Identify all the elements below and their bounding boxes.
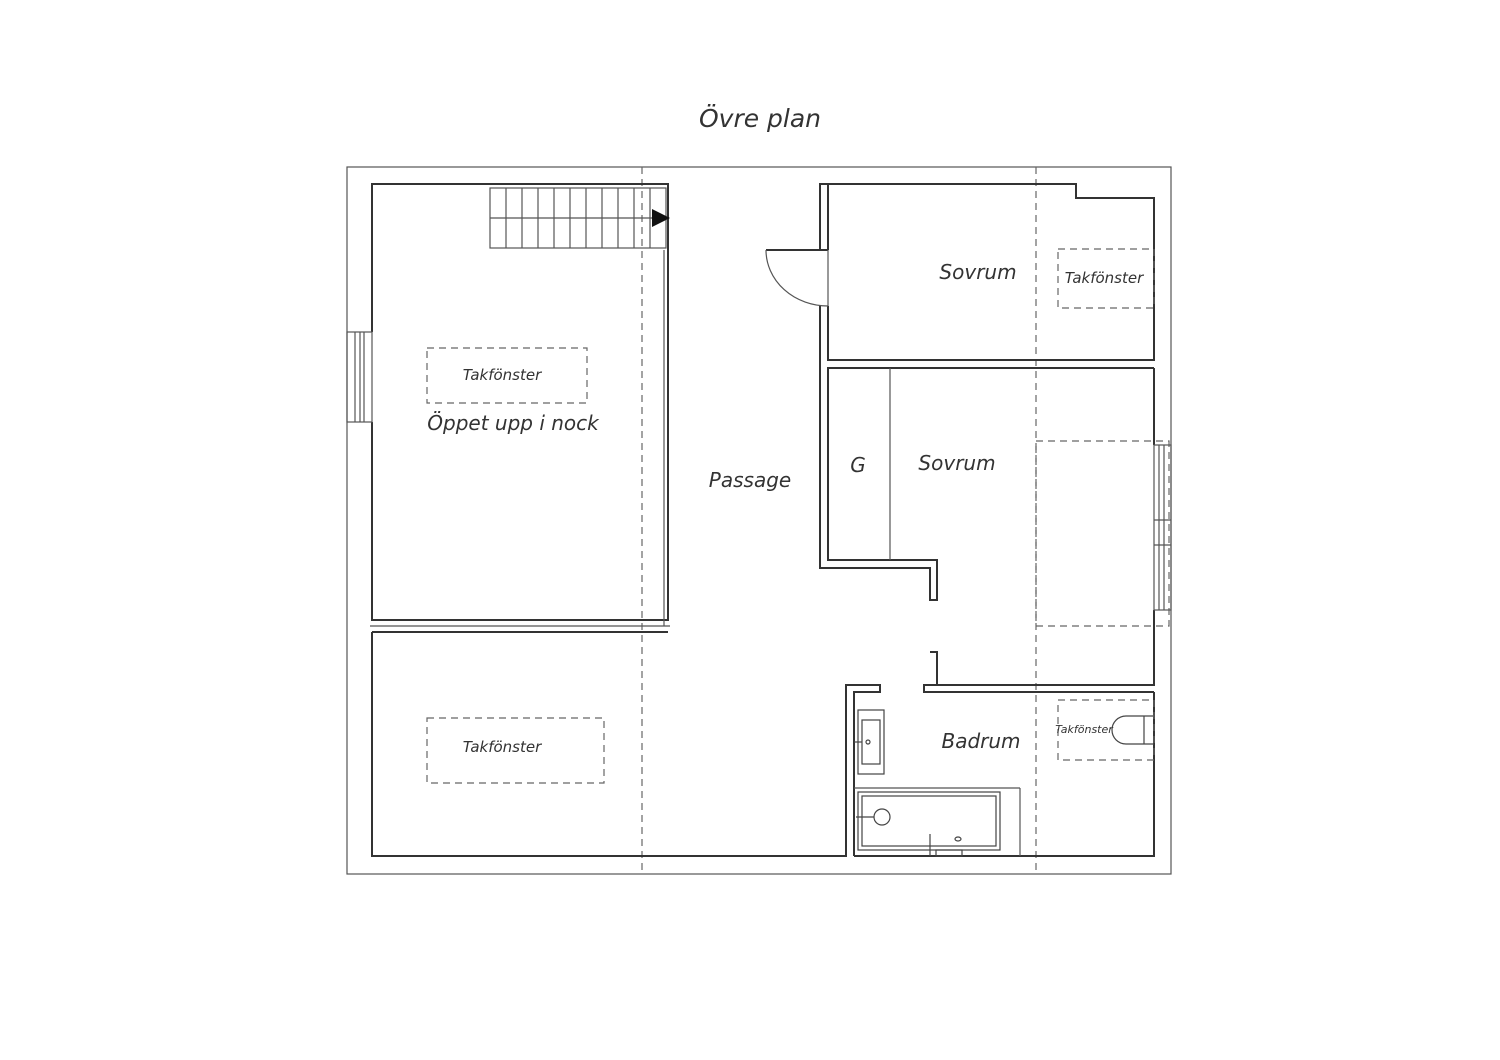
room-label-closet: G	[850, 453, 866, 477]
room-bedroom-middle	[889, 368, 1170, 693]
skylight-label: Takfönster	[1065, 269, 1144, 287]
bathroom-sink-icon	[854, 709, 885, 775]
door-bedroom-top	[765, 249, 829, 307]
skylight-label: Takfönster	[463, 366, 542, 384]
room-label-open-to-ridge: Öppet upp i nock	[427, 411, 600, 435]
staircase	[489, 187, 670, 249]
room-bedroom-top	[819, 183, 1155, 601]
room-label-bathroom: Badrum	[941, 729, 1020, 753]
stair-direction-arrow-icon	[652, 209, 670, 227]
toilet-icon	[1111, 715, 1154, 745]
skylight-left-lower: Takfönster	[426, 717, 605, 784]
skylight-left-upper: Takfönster	[426, 347, 588, 404]
outer-frame	[346, 166, 1172, 875]
skylight-bathroom: Takfönster	[1055, 699, 1155, 761]
room-bathroom	[854, 692, 1155, 857]
skylight-label: Takfönster	[463, 738, 542, 756]
skylight-label: Takfönster	[1055, 723, 1114, 736]
room-label-passage: Passage	[709, 468, 791, 492]
room-label-bedroom-middle: Sovrum	[918, 451, 995, 475]
room-storage-lower-left	[371, 631, 881, 857]
window-left	[346, 331, 373, 423]
room-open-to-ridge	[370, 183, 670, 627]
room-label-bedroom-top: Sovrum	[939, 260, 1016, 284]
window-right	[1153, 444, 1172, 611]
bathtub-icon	[856, 791, 1001, 857]
skylight-right-upper: Takfönster	[1057, 248, 1155, 309]
plan-title: Övre plan	[699, 104, 821, 133]
